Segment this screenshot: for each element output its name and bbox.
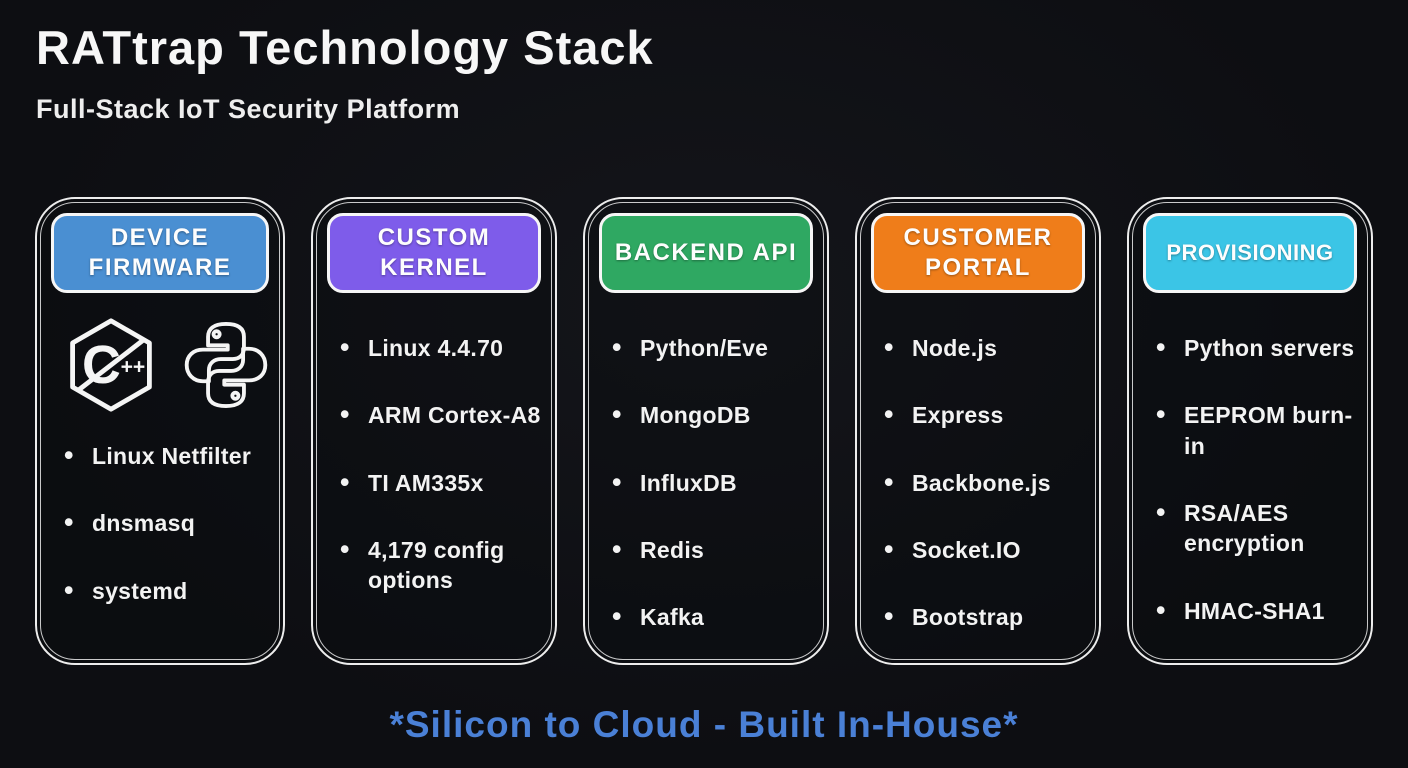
list-item: Python/Eve	[607, 330, 815, 366]
language-icons: C ++	[63, 317, 273, 413]
page-title: RATtrap Technology Stack	[36, 21, 654, 74]
list-item: Linux 4.4.70	[335, 330, 543, 366]
list-item: Linux Netfilter	[59, 438, 271, 474]
list-item: Backbone.js	[879, 465, 1087, 501]
list-item: Node.js	[879, 330, 1087, 366]
list-item: RSA/AES encryption	[1151, 495, 1359, 559]
column-header-custom-kernel: CUSTOM KERNEL	[327, 213, 541, 293]
column-items: Node.js Express Backbone.js Socket.IO Bo…	[867, 330, 1089, 635]
stack-column-backend-api: BACKEND API Python/Eve MongoDB InfluxDB …	[583, 197, 829, 665]
column-items: Python servers EEPROM burn-in RSA/AES en…	[1139, 330, 1361, 629]
python-logo-icon	[184, 322, 268, 408]
list-item: HMAC-SHA1	[1151, 593, 1359, 629]
list-item: Express	[879, 397, 1087, 433]
list-item: InfluxDB	[607, 465, 815, 501]
svg-text:++: ++	[121, 356, 146, 379]
column-items: Linux Netfilter dnsmasq systemd	[47, 438, 273, 609]
column-header-device-firmware: DEVICE FIRMWARE	[51, 213, 269, 293]
list-item: dnsmasq	[59, 505, 271, 541]
stack-column-provisioning: PROVISIONING Python servers EEPROM burn-…	[1127, 197, 1373, 665]
column-header-provisioning: PROVISIONING	[1143, 213, 1357, 293]
list-item: TI AM335x	[335, 465, 543, 501]
list-item: MongoDB	[607, 397, 815, 433]
list-item: Bootstrap	[879, 599, 1087, 635]
column-items: Linux 4.4.70 ARM Cortex-A8 TI AM335x 4,1…	[323, 330, 545, 596]
svg-text:C: C	[82, 335, 121, 395]
stack-columns: DEVICE FIRMWARE C ++	[35, 197, 1373, 665]
stack-column-custom-kernel: CUSTOM KERNEL Linux 4.4.70 ARM Cortex-A8…	[311, 197, 557, 665]
list-item: systemd	[59, 573, 271, 609]
column-items: Python/Eve MongoDB InfluxDB Redis Kafka	[595, 330, 817, 635]
list-item: Python servers	[1151, 330, 1359, 366]
list-item: Kafka	[607, 599, 815, 635]
cpp-logo-icon: C ++	[70, 318, 152, 412]
stack-column-customer-portal: CUSTOMER PORTAL Node.js Express Backbone…	[855, 197, 1101, 665]
footer-tagline: *Silicon to Cloud - Built In-House*	[389, 704, 1019, 745]
list-item: Socket.IO	[879, 532, 1087, 568]
column-header-customer-portal: CUSTOMER PORTAL	[871, 213, 1085, 293]
list-item: 4,179 config options	[335, 532, 543, 596]
list-item: Redis	[607, 532, 815, 568]
stack-column-device-firmware: DEVICE FIRMWARE C ++	[35, 197, 285, 665]
column-header-backend-api: BACKEND API	[599, 213, 813, 293]
page-subtitle: Full-Stack IoT Security Platform	[36, 94, 461, 124]
list-item: EEPROM burn-in	[1151, 397, 1359, 461]
list-item: ARM Cortex-A8	[335, 397, 543, 433]
